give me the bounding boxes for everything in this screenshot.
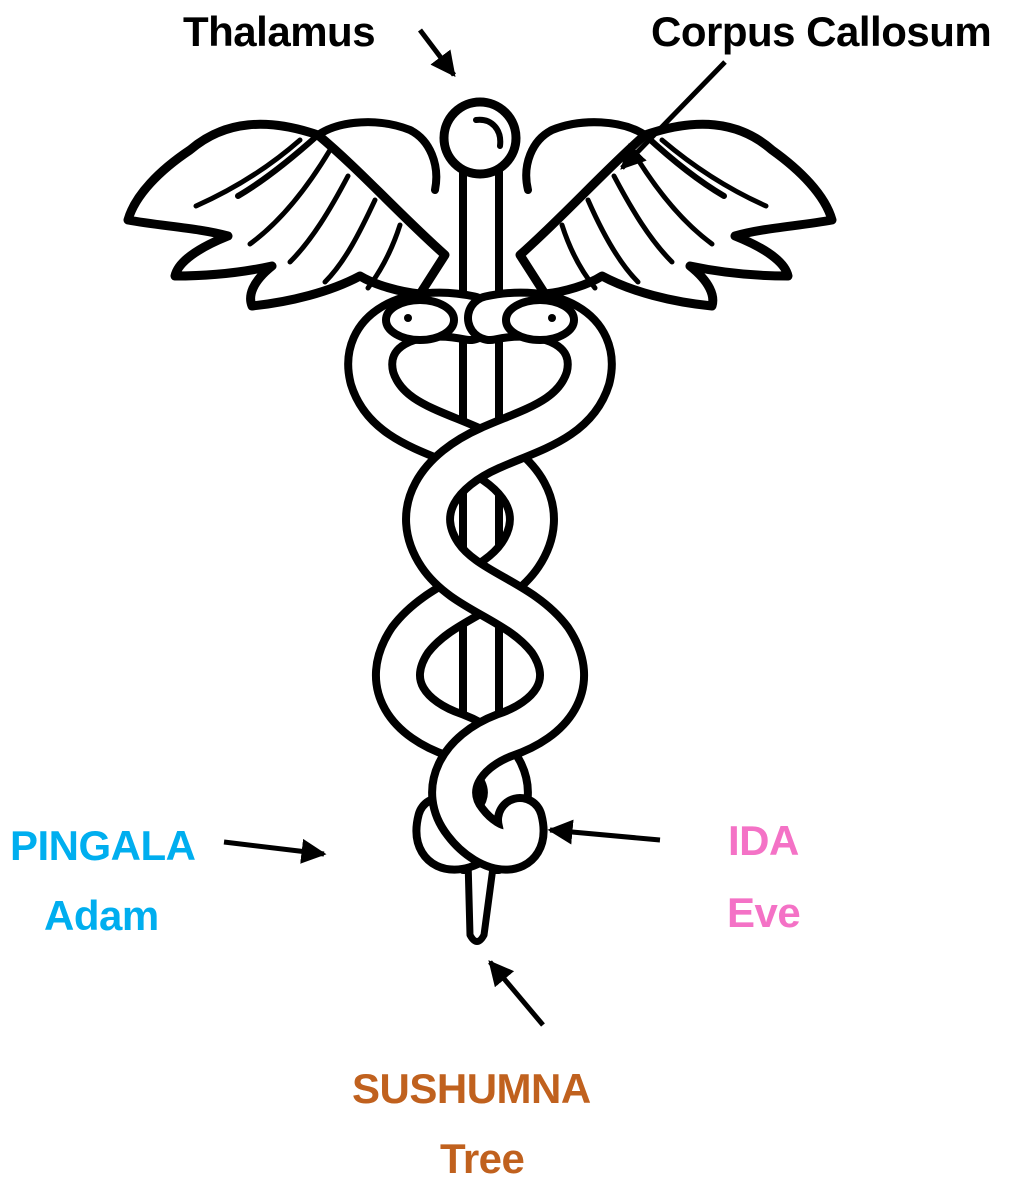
caduceus-icon [128, 102, 832, 942]
staff-knob [444, 102, 516, 174]
sushumna-label: SUSHUMNA [352, 1068, 591, 1110]
arrow-icon [420, 30, 454, 75]
arrow-icon [550, 830, 660, 840]
tree-label: Tree [440, 1138, 524, 1180]
pingala-label: PINGALA [10, 825, 196, 867]
staff-tip [468, 860, 494, 942]
eve-label: Eve [727, 892, 800, 934]
arrow-icon [224, 842, 324, 854]
thalamus-label: Thalamus [183, 11, 375, 53]
ida-label: IDA [728, 820, 799, 862]
left-wing [128, 122, 445, 306]
serpent-head-left [386, 300, 454, 340]
corpus-callosum-label: Corpus Callosum [651, 11, 991, 53]
arrow-icon [490, 962, 543, 1025]
right-wing [520, 122, 832, 306]
serpent-head-right [506, 300, 574, 340]
adam-label: Adam [44, 895, 159, 937]
